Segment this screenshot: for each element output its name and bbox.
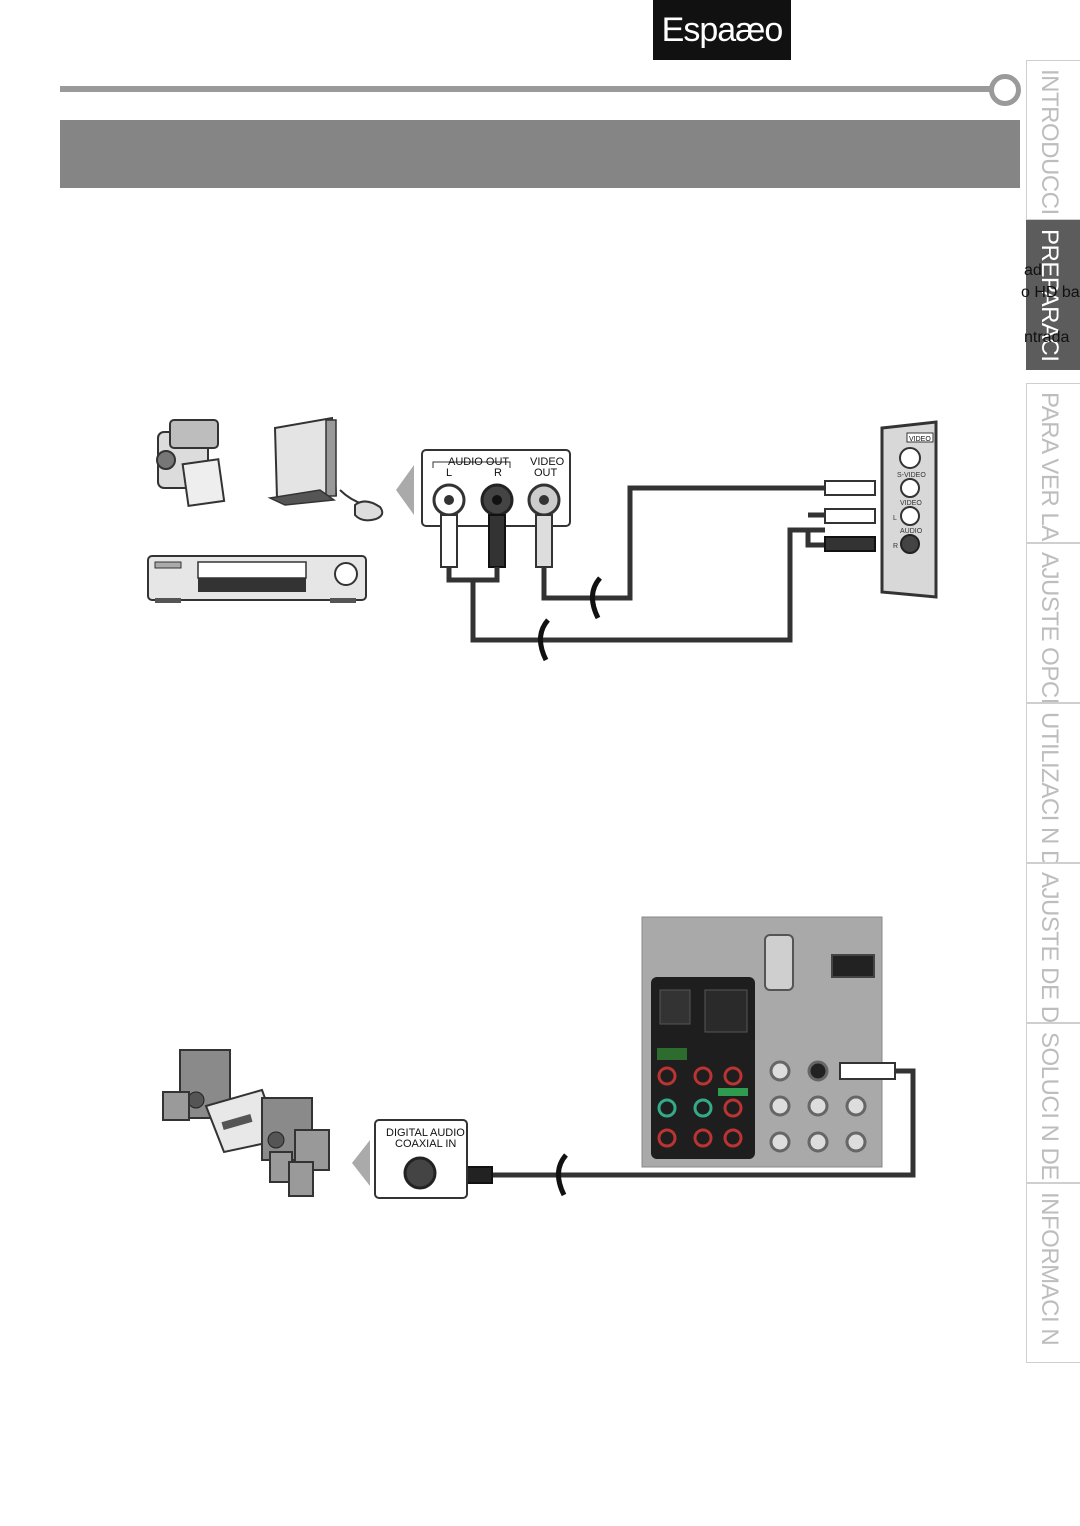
tab-label: PARA VER LA TELEVISI	[1036, 392, 1063, 543]
video-out-label-2: OUT	[534, 467, 558, 479]
tab-label: SOLUCI N DE PROBLEMAS	[1036, 1032, 1063, 1183]
overflow-text-3: ntrada	[1024, 329, 1070, 346]
tab-label: AJUSTE DE DVD	[1036, 872, 1063, 1023]
tab-informacion[interactable]: INFORMACI N	[1026, 1183, 1080, 1363]
tab-label: AJUSTE OPCIONAL	[1036, 552, 1063, 703]
tab-para-ver-la-television[interactable]: PARA VER LA TELEVISI	[1026, 383, 1080, 543]
language-badge: Espaæo	[653, 0, 791, 60]
tv-r-label: R	[893, 543, 898, 550]
tv-video-label: VIDEO	[900, 500, 922, 507]
tab-ajuste-opcional[interactable]: AJUSTE OPCIONAL	[1026, 543, 1080, 703]
tv-svideo-label: S-VIDEO	[897, 472, 926, 479]
digital-audio-label-1: DIGITAL AUDIO	[386, 1127, 465, 1139]
tv-panel-video-label: VIDEO	[909, 436, 931, 443]
vcr-icon	[147, 555, 367, 603]
tab-preparacion[interactable]: PREPARACI	[1026, 220, 1080, 370]
header-rule	[60, 86, 990, 92]
tab-label: UTILIZACI N DEL DVD	[1036, 712, 1063, 863]
overflow-text-1: ad	[1024, 262, 1042, 279]
tab-label: INTRODUCCI	[1036, 69, 1063, 215]
section-title-bar	[60, 120, 1020, 188]
tab-introduccion[interactable]: INTRODUCCI	[1026, 60, 1080, 220]
arrow-icon	[352, 1140, 370, 1186]
audio-r-label: R	[494, 467, 502, 479]
game-console-icon	[267, 416, 384, 522]
arrow-icon	[396, 465, 414, 515]
av-connection-diagram: AUDIO OUT L R VIDEO OUT VIDEO S-VIDEO VI…	[147, 416, 938, 662]
tab-label: INFORMACI N	[1036, 1192, 1063, 1346]
digital-audio-label-2: COAXIAL IN	[395, 1138, 456, 1150]
home-theater-system-icon	[162, 1049, 330, 1197]
tv-audio-label: AUDIO	[900, 528, 923, 535]
digital-audio-connection-diagram: DIGITAL AUDIO COAXIAL IN	[162, 916, 916, 1199]
tab-utilizacion-del-dvd[interactable]: UTILIZACI N DEL DVD	[1026, 703, 1080, 863]
camcorder-icon	[156, 419, 226, 507]
tab-label: PREPARACI	[1036, 229, 1063, 362]
audio-out-label: AUDIO OUT	[448, 456, 509, 468]
header-rule-knob	[989, 74, 1021, 106]
audio-l-label: L	[446, 467, 452, 479]
tv-l-label: L	[893, 515, 897, 522]
tv-side-panel: VIDEO S-VIDEO VIDEO AUDIO L R	[880, 420, 938, 599]
video-out-label-1: VIDEO	[530, 456, 565, 468]
tab-ajuste-de-dvd[interactable]: AJUSTE DE DVD	[1026, 863, 1080, 1023]
tab-solucion-de-problemas[interactable]: SOLUCI N DE PROBLEMAS	[1026, 1023, 1080, 1183]
tv-rear-panel	[641, 916, 883, 1168]
overflow-text-2: o HD ba	[1021, 284, 1080, 301]
